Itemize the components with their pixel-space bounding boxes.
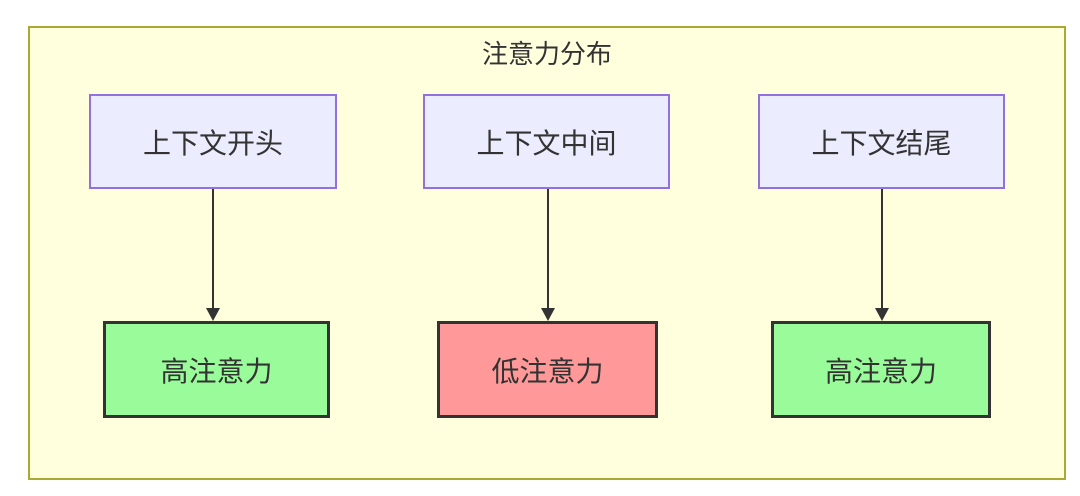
cluster-title: 注意力分布 — [481, 39, 612, 69]
attention-cluster: 注意力分布 上下文开头 高注意力 上下文中间 低注意力 上下文结尾 — [28, 26, 1066, 480]
edge-line — [547, 189, 549, 310]
node-context-end: 上下文结尾 — [758, 94, 1005, 189]
arrowhead-icon — [875, 308, 889, 321]
edge-line — [881, 189, 883, 310]
node-label: 高注意力 — [160, 355, 273, 387]
edge-line — [212, 189, 214, 310]
node-context-start: 上下文开头 — [89, 94, 337, 189]
edge-end-to-high — [875, 189, 889, 321]
node-context-middle: 上下文中间 — [423, 94, 670, 189]
node-label: 高注意力 — [824, 355, 937, 387]
edge-middle-to-low — [541, 189, 555, 321]
node-high-attention-left: 高注意力 — [103, 321, 330, 418]
arrowhead-icon — [206, 308, 220, 321]
node-label: 上下文结尾 — [811, 127, 952, 159]
node-high-attention-right: 高注意力 — [771, 321, 991, 418]
edge-start-to-high — [206, 189, 220, 321]
node-label: 低注意力 — [491, 355, 604, 387]
node-low-attention-middle: 低注意力 — [437, 321, 658, 418]
node-label: 上下文中间 — [476, 127, 617, 159]
arrowhead-icon — [541, 308, 555, 321]
node-label: 上下文开头 — [142, 127, 283, 159]
